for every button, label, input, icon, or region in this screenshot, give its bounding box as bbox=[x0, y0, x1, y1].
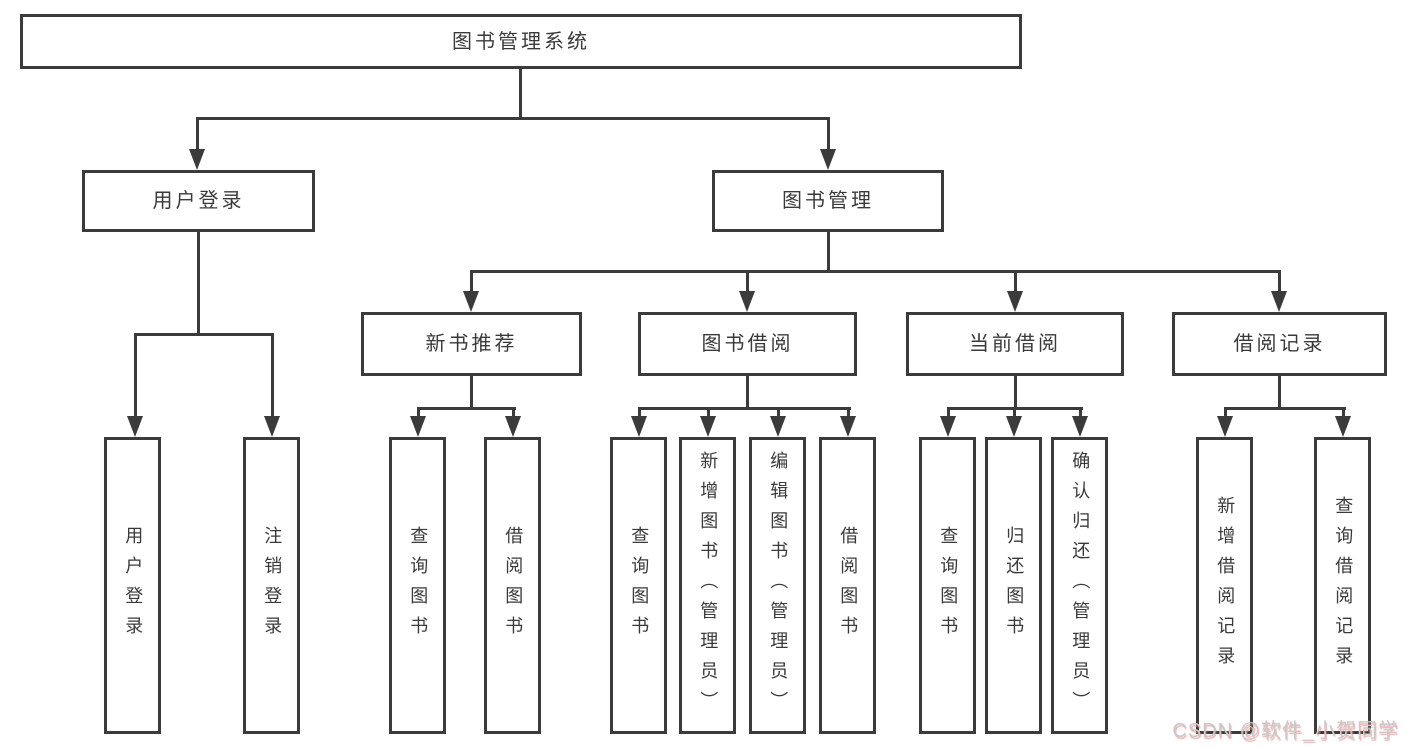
node-current-borrowing: 当前借阅 bbox=[906, 312, 1124, 376]
leaf-label: 查询借阅记录 bbox=[1333, 495, 1354, 676]
connector-line bbox=[1278, 270, 1281, 296]
arrow-down-icon bbox=[700, 416, 716, 437]
connector-line bbox=[271, 333, 274, 421]
connector-line bbox=[827, 117, 830, 153]
arrow-down-icon bbox=[739, 291, 755, 312]
leaf-label: 归还图书 bbox=[1004, 525, 1025, 646]
leaf-label: 查询图书 bbox=[408, 525, 429, 646]
leaf-return-book: 归还图书 bbox=[985, 437, 1042, 734]
connector-line bbox=[638, 407, 641, 421]
arrow-down-icon bbox=[1072, 416, 1088, 437]
leaf-label: 查询图书 bbox=[938, 525, 959, 646]
connector-book-mgmt-hbar bbox=[470, 270, 1281, 273]
connector-line bbox=[947, 407, 950, 421]
connector-line bbox=[1342, 407, 1345, 421]
connector-group4-stem bbox=[1278, 376, 1281, 410]
leaf-query-books-borrowing: 查询图书 bbox=[610, 437, 667, 734]
leaf-confirm-return-admin: 确认归还（管理员） bbox=[1051, 437, 1108, 734]
connector-line bbox=[417, 407, 420, 421]
connector-line bbox=[707, 407, 710, 421]
arrow-down-icon bbox=[770, 416, 786, 437]
arrow-down-icon bbox=[840, 416, 856, 437]
node-borrowing-records: 借阅记录 bbox=[1172, 312, 1387, 376]
node-new-book-recommend-label: 新书推荐 bbox=[425, 333, 518, 355]
node-book-management-label: 图书管理 bbox=[782, 190, 874, 212]
node-borrowing-records-label: 借阅记录 bbox=[1233, 333, 1326, 355]
node-book-borrowing-label: 图书借阅 bbox=[701, 333, 794, 355]
connector-group2-stem bbox=[746, 376, 749, 410]
node-root-label: 图书管理系统 bbox=[452, 30, 590, 53]
connector-user-login-hbar bbox=[134, 333, 274, 336]
connector-line bbox=[196, 117, 199, 153]
connector-line bbox=[1079, 407, 1082, 421]
connector-line bbox=[847, 407, 850, 421]
arrow-down-icon bbox=[1006, 416, 1022, 437]
arrow-down-icon bbox=[631, 416, 647, 437]
leaf-logout: 注销登录 bbox=[243, 437, 300, 734]
node-new-book-recommend: 新书推荐 bbox=[361, 312, 582, 376]
arrow-down-icon bbox=[1335, 416, 1351, 437]
leaf-label: 借阅图书 bbox=[503, 525, 524, 646]
node-root: 图书管理系统 bbox=[20, 14, 1022, 69]
connector-user-login-stem bbox=[197, 232, 200, 336]
arrow-down-icon bbox=[264, 416, 280, 437]
connector-group1-stem bbox=[470, 376, 473, 410]
arrow-down-icon bbox=[189, 149, 205, 170]
leaf-add-borrow-record: 新增借阅记录 bbox=[1196, 437, 1253, 734]
node-book-management: 图书管理 bbox=[712, 170, 944, 232]
connector-line bbox=[512, 407, 515, 421]
leaf-label: 用户登录 bbox=[123, 525, 144, 646]
connector-line bbox=[470, 270, 473, 296]
connector-line bbox=[777, 407, 780, 421]
leaf-label: 编辑图书（管理员） bbox=[768, 450, 789, 721]
leaf-label: 查询图书 bbox=[629, 525, 650, 646]
csdn-watermark: CSDN @软件_小贺同学 bbox=[1172, 720, 1399, 742]
arrow-down-icon bbox=[1007, 291, 1023, 312]
connector-root-hbar bbox=[196, 117, 830, 120]
connector-line bbox=[1013, 407, 1016, 421]
node-book-borrowing: 图书借阅 bbox=[638, 312, 857, 376]
leaf-user-login: 用户登录 bbox=[104, 437, 161, 734]
arrow-down-icon bbox=[940, 416, 956, 437]
arrow-down-icon bbox=[463, 291, 479, 312]
connector-line bbox=[1224, 407, 1227, 421]
connector-group2-hbar bbox=[638, 407, 851, 410]
arrow-down-icon bbox=[505, 416, 521, 437]
connector-book-mgmt-stem bbox=[827, 232, 830, 273]
leaf-borrow-books-recommend: 借阅图书 bbox=[484, 437, 541, 734]
leaf-edit-book-admin: 编辑图书（管理员） bbox=[749, 437, 806, 734]
leaf-label: 新增借阅记录 bbox=[1215, 495, 1236, 676]
arrow-down-icon bbox=[127, 416, 143, 437]
connector-line bbox=[1014, 270, 1017, 296]
leaf-add-book-admin: 新增图书（管理员） bbox=[679, 437, 736, 734]
leaf-borrow-books-borrowing: 借阅图书 bbox=[819, 437, 876, 734]
node-user-login: 用户登录 bbox=[82, 170, 315, 232]
leaf-query-borrow-record: 查询借阅记录 bbox=[1314, 437, 1371, 734]
node-user-login-label: 用户登录 bbox=[152, 190, 245, 212]
connector-line bbox=[134, 333, 137, 421]
leaf-query-books-recommend: 查询图书 bbox=[389, 437, 446, 734]
arrow-down-icon bbox=[410, 416, 426, 437]
leaf-label: 确认归还（管理员） bbox=[1070, 450, 1091, 721]
leaf-query-books-current: 查询图书 bbox=[919, 437, 976, 734]
connector-line bbox=[746, 270, 749, 296]
connector-group4-hbar bbox=[1224, 407, 1346, 410]
connector-group1-hbar bbox=[417, 407, 516, 410]
connector-root-stem bbox=[519, 69, 522, 118]
arrow-down-icon bbox=[1217, 416, 1233, 437]
node-current-borrowing-label: 当前借阅 bbox=[969, 333, 1061, 355]
connector-group3-stem bbox=[1014, 376, 1017, 410]
leaf-label: 借阅图书 bbox=[838, 525, 859, 646]
leaf-label: 注销登录 bbox=[262, 525, 283, 646]
arrow-down-icon bbox=[1271, 291, 1287, 312]
arrow-down-icon bbox=[820, 149, 836, 170]
leaf-label: 新增图书（管理员） bbox=[698, 450, 719, 721]
